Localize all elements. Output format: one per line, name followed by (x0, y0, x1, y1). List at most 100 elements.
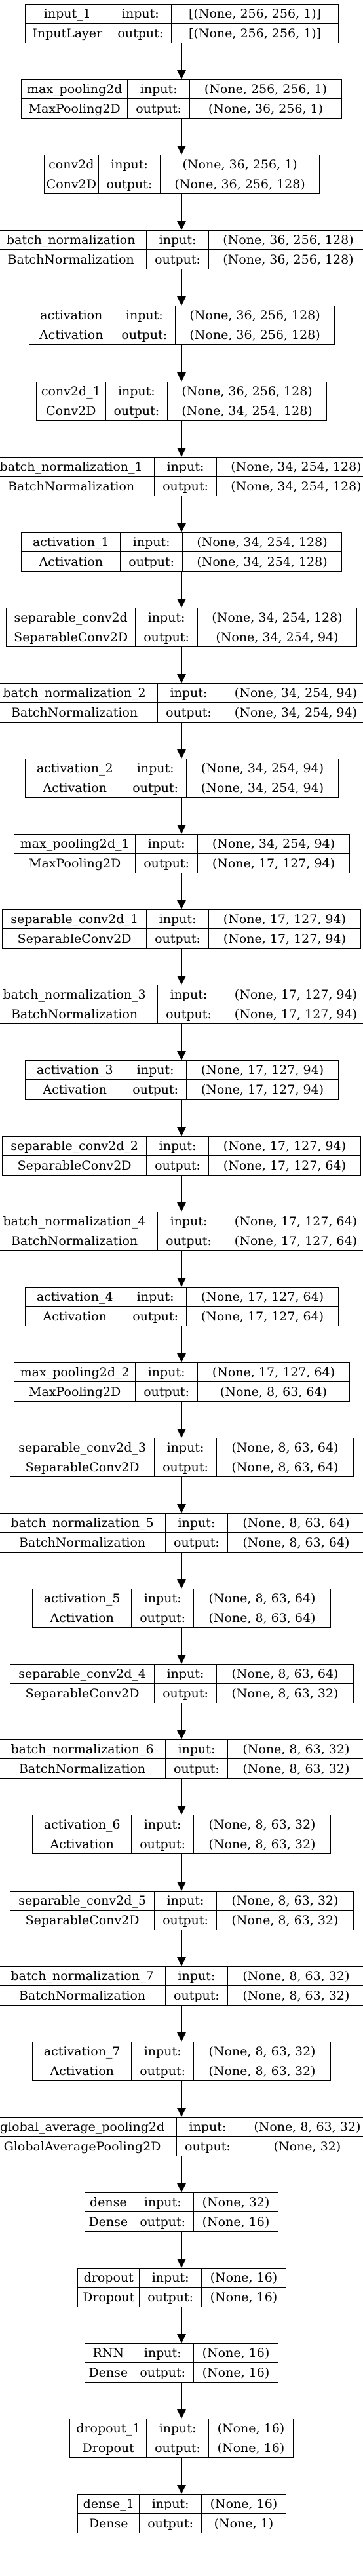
arrow-head-icon (177, 1882, 186, 1891)
layer-name: activation_7 (33, 2042, 132, 2061)
connector-arrow (181, 798, 182, 825)
input-label: input: (124, 1061, 187, 1079)
output-label: output: (158, 1231, 220, 1250)
connector-arrow (181, 1251, 182, 1278)
layer-name: dense_1 (78, 2495, 140, 2513)
output-shape: (None, 17, 127, 64) (234, 1233, 358, 1248)
layer-type: BatchNormalization (0, 1231, 159, 1250)
layer-type: BatchNormalization (0, 1533, 166, 1552)
input-label: input: (166, 1514, 228, 1532)
input-shape: (None, 34, 254, 94) (201, 761, 324, 776)
input-shape: (None, 36, 256, 1) (182, 157, 297, 172)
layer-type: GlobalAveragePooling2D (0, 2137, 178, 2156)
output-label: output: (155, 477, 217, 496)
output-label: output: (136, 1382, 198, 1401)
input-label: input: (121, 533, 183, 551)
output-label: output: (124, 1307, 187, 1326)
input-label: input: (166, 1740, 228, 1758)
input-shape: (None, 17, 127, 64) (212, 1365, 335, 1379)
output-label: output: (147, 250, 209, 269)
output-label: output: (140, 2514, 202, 2533)
output-label: output: (166, 1986, 228, 2005)
layer-name: max_pooling2d_1 (14, 835, 136, 853)
connector-arrow (181, 345, 182, 372)
output-label: output: (99, 174, 161, 193)
layer-type: Activation (22, 552, 121, 571)
layer-type: Activation (26, 778, 125, 797)
input-shape: (None, 8, 63, 32) (208, 2044, 316, 2059)
connector-arrow (181, 647, 182, 674)
arrow-head-icon (177, 900, 186, 909)
arrow-head-icon (177, 2183, 186, 2192)
output-shape: (None, 36, 256, 1) (208, 101, 324, 116)
connector-arrow (181, 119, 182, 146)
output-label: output: (109, 24, 172, 43)
input-label: input: (147, 231, 209, 249)
layer-name: separable_conv2d_1 (3, 910, 147, 928)
layer-name: activation_3 (26, 1061, 125, 1079)
input-shape: (None, 36, 256, 128) (223, 233, 354, 247)
layer-name: global_average_pooling2d (0, 2118, 178, 2136)
output-shape: (None, 8, 63, 32) (231, 1686, 339, 1701)
output-shape: (None, 36, 256, 128) (189, 327, 320, 342)
output-label: output: (166, 1533, 228, 1552)
layer-name: separable_conv2d_5 (10, 1892, 155, 1910)
output-shape: (None, 34, 254, 128) (197, 554, 328, 569)
connector-arrow (181, 269, 182, 296)
arrow-head-icon (177, 1051, 186, 1060)
connector-arrow (181, 2458, 182, 2485)
input-label: input: (113, 306, 176, 325)
output-shape: (None, 16) (210, 2289, 278, 2305)
layer-type: SeparableConv2D (7, 627, 136, 646)
connector-arrow (181, 1402, 182, 1429)
output-shape: (None, 8, 63, 64) (242, 1535, 350, 1550)
layer-type: Activation (26, 1080, 125, 1099)
output-shape: (None, 36, 256, 128) (223, 252, 354, 267)
layer-name: max_pooling2d_2 (14, 1363, 136, 1381)
layer-type: SeparableConv2D (10, 1911, 155, 1930)
layer-name: activation (29, 306, 114, 325)
connector-arrow (181, 2307, 182, 2334)
layer-name: conv2d (45, 155, 99, 174)
input-shape: (None, 34, 254, 94) (234, 686, 358, 700)
output-shape: (None, 8, 63, 32) (242, 1761, 350, 1776)
input-shape: (None, 36, 256, 128) (189, 308, 320, 323)
layer-name: separable_conv2d_4 (10, 1665, 155, 1683)
connector-arrow (181, 572, 182, 599)
input-label: input: (109, 5, 172, 23)
output-shape: (None, 17, 127, 64) (201, 1309, 324, 1324)
input-shape: (None, 17, 127, 64) (234, 1214, 358, 1229)
input-shape: (None, 256, 256, 1) (204, 82, 328, 96)
input-shape: [(None, 256, 256, 1)] (189, 7, 322, 21)
arrow-head-icon (177, 1127, 186, 1136)
layer-name: batch_normalization_7 (0, 1967, 166, 1985)
layer-name: batch_normalization (0, 231, 147, 249)
input-label: input: (147, 910, 209, 928)
layer-name: input_1 (26, 5, 110, 23)
output-shape: (None, 34, 254, 128) (182, 403, 313, 418)
input-shape: (None, 8, 63, 32) (254, 2120, 361, 2134)
layer-name: conv2d_1 (37, 382, 106, 401)
input-shape: (None, 8, 63, 64) (242, 1516, 350, 1530)
layer-name: RNN (85, 2344, 132, 2362)
output-label: output: (132, 2212, 194, 2231)
arrow-head-icon (177, 2108, 186, 2117)
arrow-head-icon (177, 749, 186, 759)
output-label: output: (132, 1834, 194, 1853)
output-label: output: (177, 2137, 239, 2156)
